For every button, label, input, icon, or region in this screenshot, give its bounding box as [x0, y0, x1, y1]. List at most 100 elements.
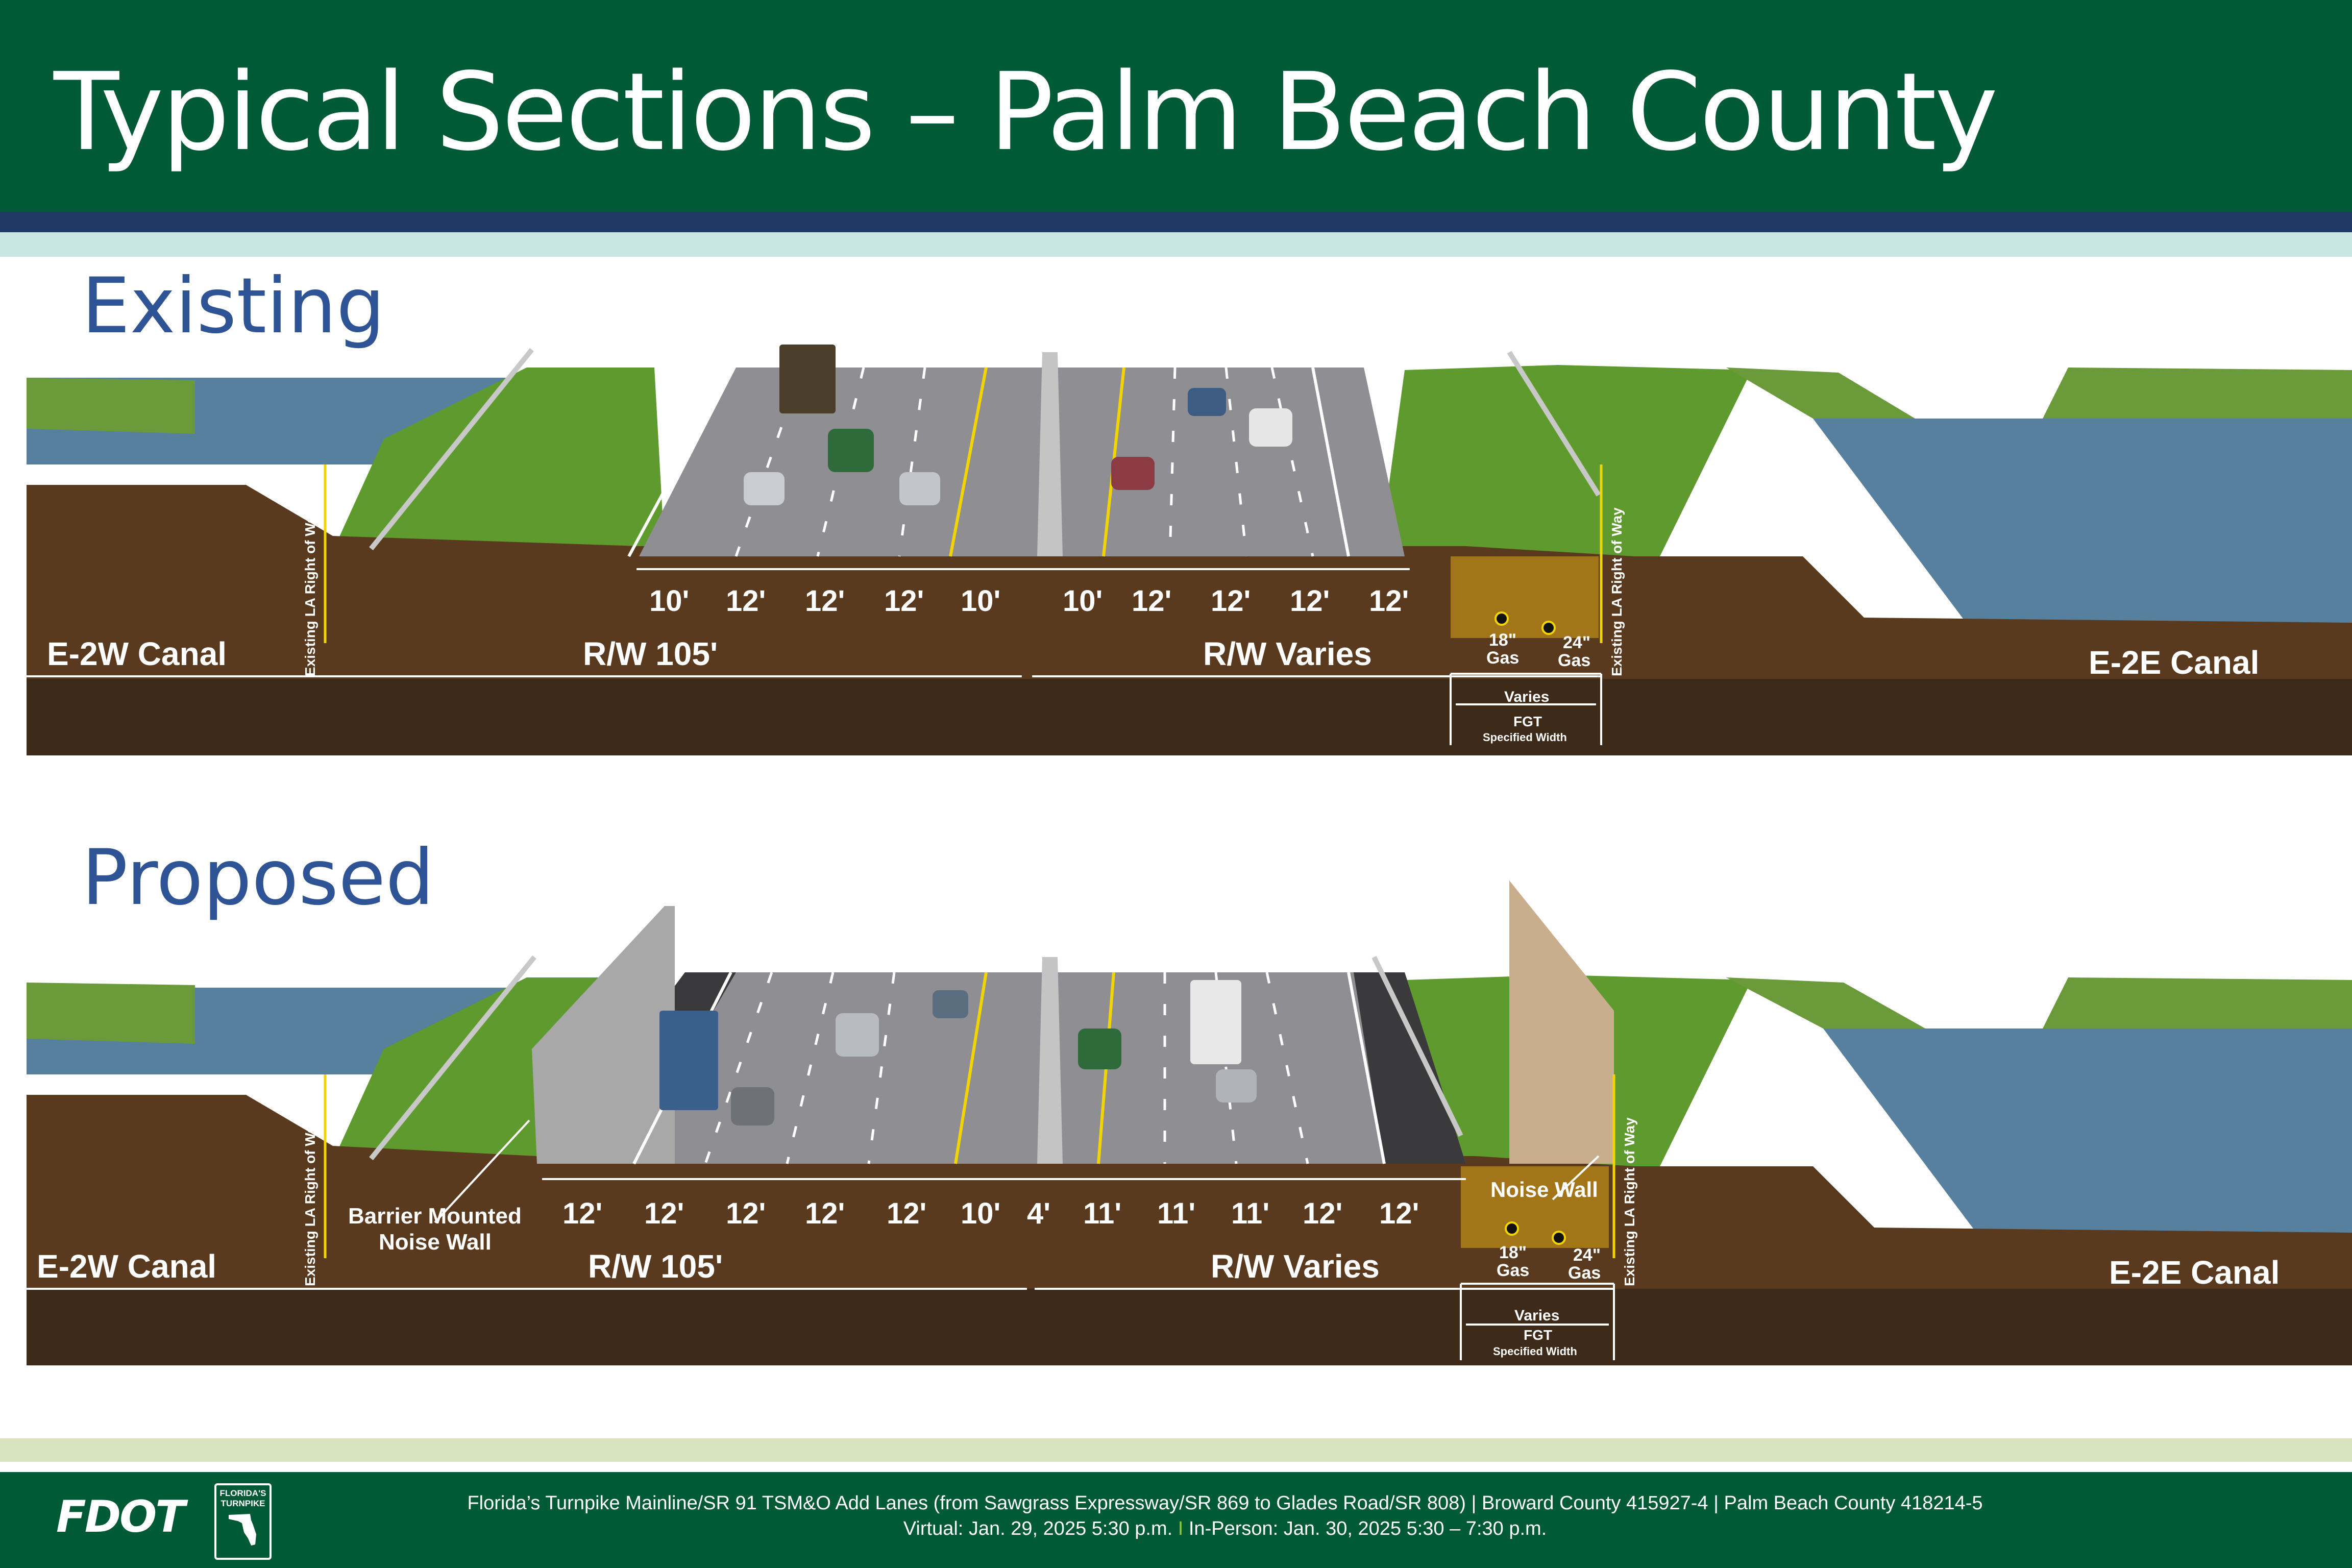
- lane-width: 10': [1063, 584, 1102, 618]
- badge-line1: FLORIDA'S: [219, 1488, 266, 1498]
- florida-state-icon: [229, 1514, 256, 1546]
- footer-project-info: Florida’s Turnpike Mainline/SR 91 TSM&O …: [306, 1490, 2144, 1541]
- lane-width: 12': [562, 1197, 602, 1230]
- lane-width: 12': [726, 584, 766, 618]
- gas-24-label: 24": [1573, 1245, 1601, 1265]
- utility-corridor: [1461, 1166, 1609, 1248]
- gas-pipe-24: [1552, 1231, 1566, 1245]
- grass-bank-far-right: [2043, 368, 2352, 419]
- fgt-sub-label: Specified Width: [1483, 731, 1567, 744]
- mint-divider: [0, 232, 2352, 257]
- blue-car: [1188, 388, 1226, 416]
- canal-label-left: E-2W Canal: [47, 635, 227, 672]
- light-green-divider: [0, 1438, 2352, 1462]
- lane-widths-west: 12' 12' 12' 12' 12' 10': [562, 1197, 1000, 1230]
- existing-cross-section: E-2W Canal E-2E Canal Existing LA Right …: [27, 271, 2352, 755]
- red-car: [1111, 457, 1155, 490]
- rw-east-label: R/W Varies: [1211, 1248, 1380, 1285]
- lane-widths-east: 10' 12' 12' 12' 12': [1063, 584, 1409, 618]
- truck: [779, 345, 836, 413]
- embankment-right: [1379, 365, 1752, 556]
- fgt-label: FGT: [1524, 1327, 1552, 1343]
- barrier-label-line2: Noise Wall: [379, 1230, 492, 1255]
- gas-18-label: 18": [1489, 630, 1516, 650]
- gas-word-18: Gas: [1486, 648, 1519, 668]
- row-label-left: Existing LA Right of Way: [302, 1117, 318, 1286]
- white-suv: [1249, 408, 1292, 447]
- new-pavement-east: [1354, 972, 1466, 1164]
- footer-separator: I: [1178, 1518, 1184, 1539]
- grass-slope-right: [1726, 368, 1915, 419]
- noise-wall-right: [1509, 880, 1614, 1164]
- lane-width: 12': [884, 584, 924, 618]
- gas-word-18: Gas: [1497, 1261, 1529, 1280]
- section-label-proposed: Proposed: [82, 834, 434, 922]
- lane-width: 12': [1132, 584, 1171, 618]
- lane-width: 12': [887, 1197, 926, 1230]
- footer-bar: [0, 1472, 2352, 1568]
- fence-left: [369, 955, 536, 1161]
- rw-east-label: R/W Varies: [1203, 635, 1372, 672]
- lane-width: 12': [1369, 584, 1409, 618]
- footer-virtual-date: Virtual: Jan. 29, 2025 5:30 p.m.: [903, 1518, 1173, 1539]
- grass-bank-far-left: [27, 378, 195, 434]
- edge-line-east: [1311, 367, 1350, 557]
- canal-label-left: E-2W Canal: [37, 1248, 216, 1285]
- barrier-noise-wall: [532, 906, 675, 1164]
- lane-width: 10': [649, 584, 689, 618]
- row-label-right: Existing LA Right of Way: [1622, 1117, 1637, 1286]
- gas-word-24: Gas: [1568, 1263, 1601, 1283]
- semi-truck: [659, 1011, 718, 1110]
- median-width: 4': [1027, 1197, 1050, 1230]
- lane-widths-west: 10' 12' 12' 12' 10': [649, 584, 1000, 618]
- footer-line2: Virtual: Jan. 29, 2025 5:30 p.m. I In-Pe…: [306, 1516, 2144, 1541]
- canal-label-right: E-2E Canal: [2089, 644, 2259, 681]
- fdot-logo: FDOT: [56, 1491, 185, 1542]
- noise-wall-leader-line: [1552, 1155, 1600, 1200]
- grass-slope-right: [1726, 977, 1925, 1028]
- roadway-east: [1055, 368, 1405, 556]
- canal-water-right: [1813, 419, 2352, 623]
- deep-soil: [27, 1289, 2352, 1365]
- turnpike-badge: FLORIDA'S TURNPIKE: [214, 1483, 272, 1560]
- median-barrier: [1037, 352, 1063, 556]
- lane-width: 12': [805, 1197, 845, 1230]
- box-truck: [1190, 980, 1241, 1064]
- lane-width: 11': [1231, 1197, 1269, 1230]
- lane-width: 10': [961, 584, 1000, 618]
- gas-24-label: 24": [1563, 633, 1590, 652]
- lane-width: 12': [805, 584, 845, 618]
- embankment-left: [333, 368, 665, 551]
- edge-line-west: [627, 366, 732, 557]
- gas-pipe-18: [1494, 611, 1509, 626]
- canal-water-right: [1823, 1028, 2352, 1233]
- green-car: [828, 429, 874, 472]
- grass-bank-far-left: [27, 983, 195, 1044]
- median-barrier: [1037, 957, 1063, 1164]
- badge-line2: TURNPIKE: [220, 1499, 265, 1508]
- varies-label: Varies: [1514, 1307, 1559, 1324]
- yellow-line-west: [949, 367, 988, 557]
- fence-right: [1507, 351, 1601, 497]
- dimension-lines: [27, 568, 1602, 745]
- edge-line-east: [1347, 972, 1386, 1164]
- footer-line1: Florida’s Turnpike Mainline/SR 91 TSM&O …: [467, 1492, 1983, 1514]
- title-banner: Typical Sections – Palm Beach County: [0, 0, 2352, 212]
- silver-car-2: [899, 472, 940, 505]
- gray-car: [731, 1087, 774, 1125]
- grass-bank-far-right: [2043, 977, 2352, 1028]
- lane-width: 10': [961, 1197, 1000, 1230]
- rw-west-label: R/W 105': [588, 1248, 723, 1285]
- green-car: [1078, 1028, 1121, 1069]
- lane-width: 12': [726, 1197, 766, 1230]
- row-label-left: Existing LA Right of Way: [302, 507, 318, 676]
- navy-divider: [0, 212, 2352, 232]
- fence-right: [1371, 955, 1463, 1137]
- dimension-lines: [27, 1178, 1615, 1360]
- gas-word-24: Gas: [1558, 651, 1590, 670]
- footer-inperson-date: In-Person: Jan. 30, 2025 5:30 – 7:30 p.m…: [1188, 1518, 1547, 1539]
- fgt-sub-label: Specified Width: [1493, 1345, 1577, 1358]
- utility-corridor: [1451, 556, 1599, 638]
- yellow-line-west: [954, 972, 988, 1164]
- lane-width: 12': [644, 1197, 684, 1230]
